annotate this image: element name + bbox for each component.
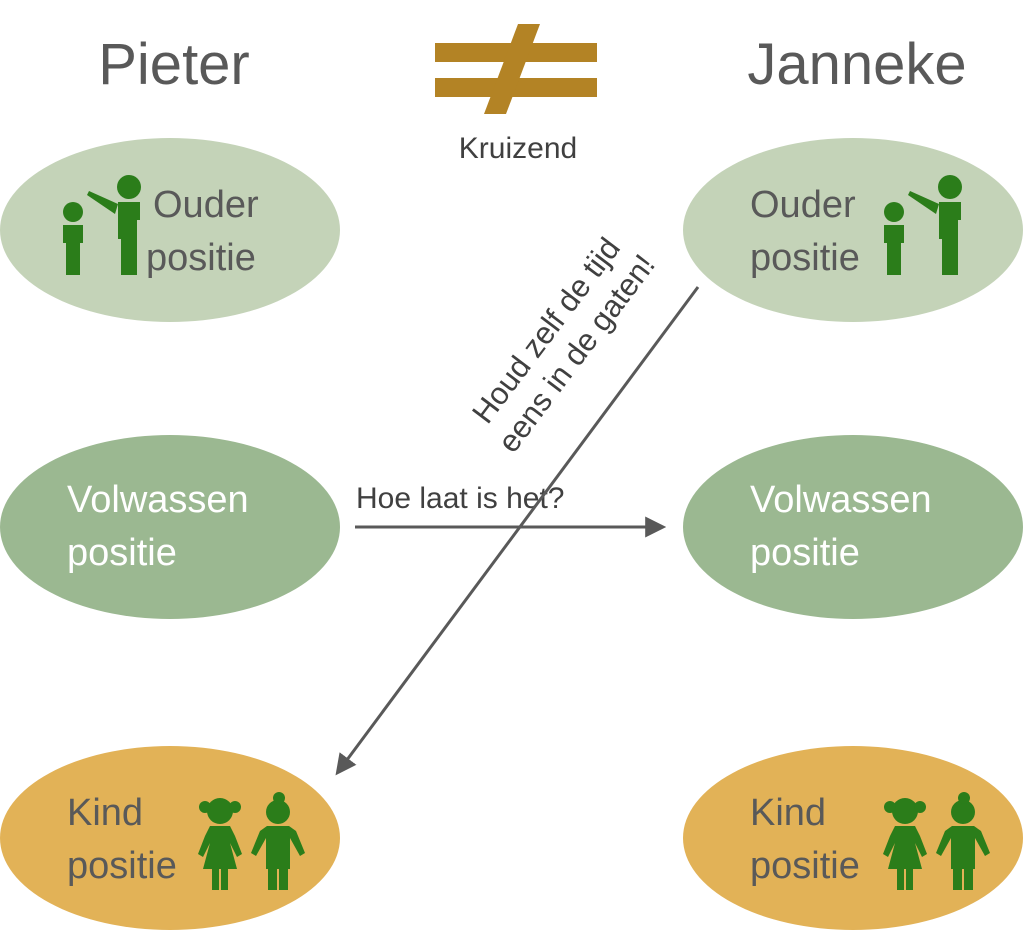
symbol-caption: Kruizend [459, 132, 577, 165]
parent-to-child-arrow [335, 286, 700, 776]
left-child-label-line2: positie [67, 845, 177, 887]
left-parent-label-line2: positie [146, 237, 256, 279]
right-adult-label-line1: Volwassen [750, 479, 932, 521]
right-adult-ellipse: Volwassen positie [683, 435, 1023, 619]
right-child-ellipse: Kind positie [683, 746, 1023, 930]
diagonal-arrow-label: Houd zelf de tijd eens in de gaten! [465, 231, 662, 459]
left-adult-ellipse: Volwassen positie [0, 435, 340, 619]
right-parent-label-line1: Ouder [750, 184, 856, 226]
right-parent-ellipse: Ouder positie [683, 138, 1023, 322]
right-child-label-line2: positie [750, 845, 860, 887]
left-parent-ellipse: Ouder positie [0, 138, 340, 322]
left-adult-label-line1: Volwassen [67, 479, 249, 521]
right-person-name: Janneke [747, 32, 966, 97]
right-adult-label-line2: positie [750, 532, 860, 574]
not-equal-icon [435, 24, 597, 114]
adult-arrow-label: Hoe laat is het? [356, 482, 564, 515]
left-parent-label-line1: Ouder [153, 184, 259, 226]
left-person-name: Pieter [98, 32, 250, 97]
left-child-ellipse: Kind positie [0, 746, 340, 930]
right-child-label-line1: Kind [750, 792, 826, 834]
left-child-label-line1: Kind [67, 792, 143, 834]
right-parent-label-line2: positie [750, 237, 860, 279]
left-adult-label-line2: positie [67, 532, 177, 574]
